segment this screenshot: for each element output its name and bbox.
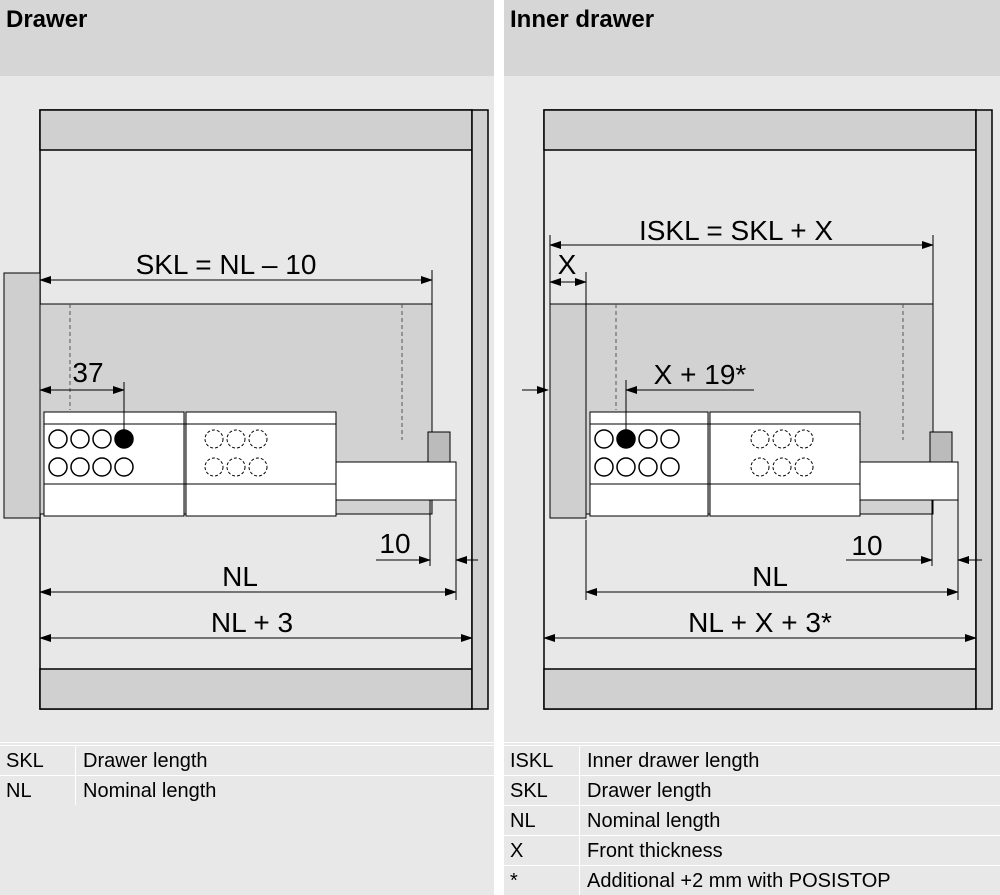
dim-nl-label: NL [222, 561, 258, 592]
drawer-front [3, 272, 41, 519]
drawer-title: Drawer [6, 6, 88, 33]
legend-row: SKL Drawer length [0, 745, 494, 775]
dim-x-label: X [558, 249, 577, 280]
dim-iskl-label: ISKL = SKL + X [639, 215, 833, 246]
drawer-panel: Drawer [0, 0, 494, 895]
dim-nl3-label: NL + 3 [211, 607, 293, 638]
legend-row: ISKL Inner drawer length [504, 745, 1000, 775]
drawer-front [549, 303, 587, 519]
runner [43, 411, 457, 517]
legend-row: * Additional +2 mm with POSISTOP [504, 865, 1000, 895]
dim-x19-label: X + 19* [654, 359, 747, 390]
legend-row: NL Nominal length [0, 775, 494, 805]
inner-drawer-legend: ISKL Inner drawer length SKL Drawer leng… [504, 745, 1000, 895]
dim-skl-label: SKL = NL – 10 [136, 249, 317, 280]
dim-nl-label: NL [752, 561, 788, 592]
inner-drawer-panel-header: Inner drawer [504, 0, 1000, 76]
inner-drawer-panel: Inner drawer [504, 0, 1000, 895]
drawer-diagram: SKL = NL – 10 37 10 NL NL + 3 [3, 109, 489, 710]
inner-drawer-title: Inner drawer [510, 6, 655, 33]
legend-row: SKL Drawer length [504, 775, 1000, 805]
runner [589, 411, 959, 517]
legend-row: X Front thickness [504, 835, 1000, 865]
legend-row: NL Nominal length [504, 805, 1000, 835]
drawer-legend: SKL Drawer length NL Nominal length [0, 745, 494, 805]
dim-nlx3-label: NL + X + 3* [688, 607, 832, 638]
dim-37-label: 37 [72, 357, 103, 388]
dim-10-label: 10 [851, 530, 882, 561]
inner-drawer-diagram: ISKL = SKL + X X X + 19* 10 NL NL + X + … [522, 109, 993, 710]
drawer-panel-header: Drawer [0, 0, 494, 76]
dim-10-label: 10 [379, 528, 410, 559]
